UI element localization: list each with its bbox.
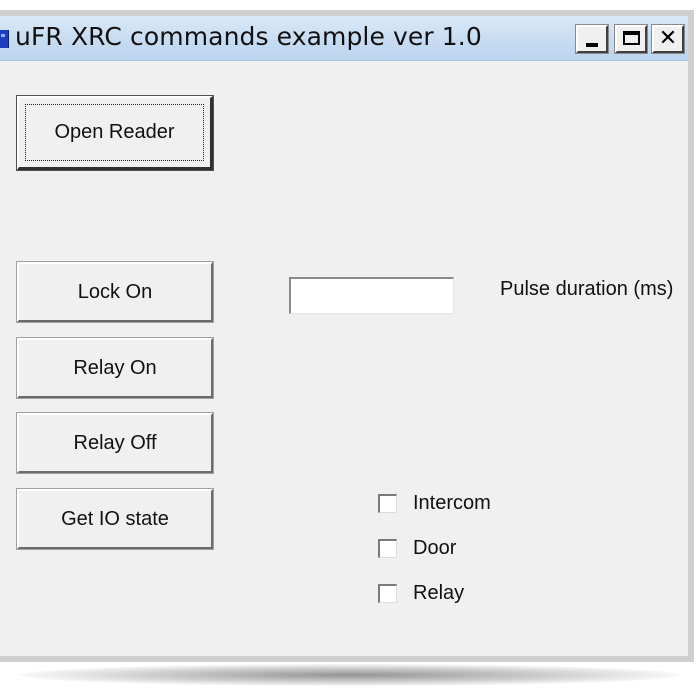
pulse-duration-input[interactable] [289, 277, 454, 314]
open-reader-label: Open Reader [54, 121, 175, 143]
close-button[interactable]: ✕ [651, 24, 685, 54]
intercom-label: Intercom [413, 491, 491, 514]
app-window: uFR XRC commands example ver 1.0 ✕ Open … [0, 10, 694, 662]
minimize-icon [586, 43, 598, 47]
minimize-button[interactable] [575, 24, 609, 54]
maximize-icon [623, 31, 640, 45]
door-label: Door [413, 536, 457, 559]
maximize-button[interactable] [614, 24, 648, 54]
lock-on-button[interactable]: Lock On [16, 261, 214, 323]
lock-on-label: Lock On [77, 280, 153, 303]
relay-checkbox-row[interactable]: Relay [378, 580, 464, 606]
get-io-state-label: Get IO state [61, 507, 169, 530]
door-checkbox[interactable] [378, 538, 397, 558]
relay-on-button[interactable]: Relay On [16, 337, 214, 399]
door-checkbox-row[interactable]: Door [378, 535, 456, 561]
get-io-state-button[interactable]: Get IO state [16, 488, 214, 550]
pulse-duration-label: Pulse duration (ms) [500, 278, 674, 300]
focus-rectangle [25, 104, 204, 161]
intercom-checkbox-row[interactable]: Intercom [378, 490, 491, 516]
relay-on-label: Relay On [73, 356, 157, 379]
relay-checkbox[interactable] [378, 583, 397, 603]
window-shadow [20, 664, 680, 686]
intercom-checkbox[interactable] [378, 493, 397, 513]
relay-off-label: Relay Off [73, 431, 157, 454]
close-icon: ✕ [658, 26, 678, 51]
relay-label: Relay [413, 581, 465, 604]
app-icon [0, 30, 9, 48]
title-bar[interactable]: uFR XRC commands example ver 1.0 ✕ [0, 16, 688, 61]
window-title: uFR XRC commands example ver 1.0 [15, 22, 482, 51]
relay-off-button[interactable]: Relay Off [16, 412, 214, 474]
open-reader-button[interactable]: Open Reader [16, 95, 214, 171]
